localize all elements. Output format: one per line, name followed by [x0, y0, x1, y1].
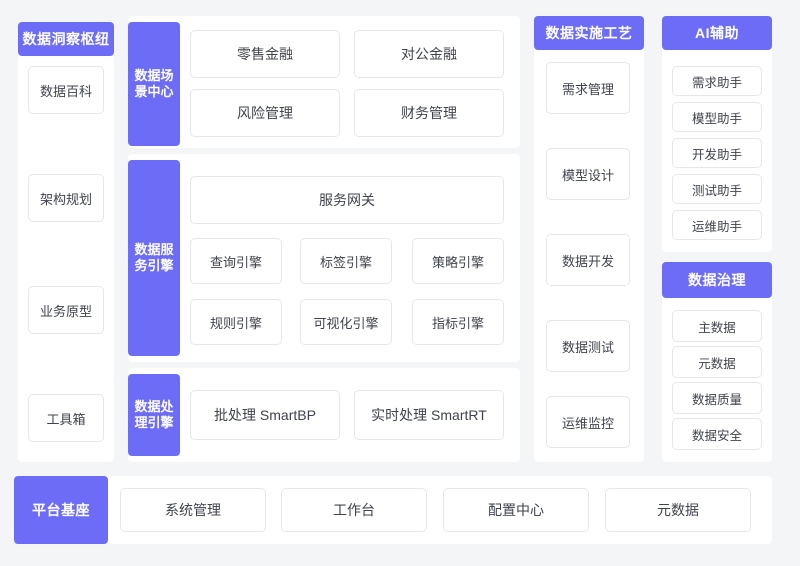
- platform-base-header[interactable]: 平台基座: [14, 476, 108, 544]
- service-engine-header[interactable]: 数据服务引擎: [128, 160, 180, 356]
- tile-label: 模型助手: [691, 111, 742, 126]
- tile-platform-base-2[interactable]: 配置中心: [443, 488, 589, 532]
- tile-implementation-0[interactable]: 需求管理: [546, 62, 630, 114]
- tile-ai-assist-3[interactable]: 测试助手: [672, 174, 762, 204]
- tile-ai-assist-2[interactable]: 开发助手: [672, 138, 762, 168]
- tile-label: 数据安全: [691, 428, 742, 443]
- tile-label: 需求管理: [561, 81, 614, 97]
- insight-hub-header[interactable]: 数据洞察枢纽: [18, 22, 114, 56]
- tile-insight-hub-0[interactable]: 数据百科: [28, 66, 104, 114]
- tile-process-1[interactable]: 实时处理 SmartRT: [354, 390, 504, 440]
- process-engine-title: 数据处理引擎: [134, 399, 174, 430]
- tile-platform-base-3[interactable]: 元数据: [605, 488, 751, 532]
- tile-implementation-3[interactable]: 数据测试: [546, 320, 630, 372]
- process-engine-header[interactable]: 数据处理引擎: [128, 374, 180, 456]
- tile-label: 主数据: [698, 320, 736, 335]
- tile-scene-0[interactable]: 零售金融: [190, 30, 340, 78]
- tile-service-0[interactable]: 查询引擎: [190, 238, 282, 284]
- tile-ai-assist-1[interactable]: 模型助手: [672, 102, 762, 132]
- tile-label: 元数据: [698, 356, 736, 371]
- tile-insight-hub-2[interactable]: 业务原型: [28, 286, 104, 334]
- tile-label: 配置中心: [488, 502, 544, 518]
- tile-scene-3[interactable]: 财务管理: [354, 89, 504, 137]
- tile-label: 财务管理: [401, 105, 457, 121]
- tile-label: 开发助手: [691, 147, 742, 162]
- tile-scene-1[interactable]: 对公金融: [354, 30, 504, 78]
- tile-ai-assist-0[interactable]: 需求助手: [672, 66, 762, 96]
- tile-label: 数据质量: [691, 392, 742, 407]
- platform-base-title: 平台基座: [32, 502, 90, 518]
- tile-service-gateway[interactable]: 服务网关: [190, 176, 504, 224]
- tile-implementation-4[interactable]: 运维监控: [546, 396, 630, 448]
- tile-label: 批处理 SmartBP: [214, 407, 316, 423]
- service-engine-title: 数据服务引擎: [134, 242, 174, 273]
- tile-platform-base-1[interactable]: 工作台: [281, 488, 427, 532]
- tile-label: 服务网关: [319, 192, 375, 208]
- ai-assist-header[interactable]: AI辅助: [662, 16, 772, 50]
- tile-label: 可视化引擎: [313, 315, 379, 331]
- scene-center-header[interactable]: 数据场景中心: [128, 22, 180, 146]
- tile-label: 指标引擎: [431, 315, 484, 331]
- tile-label: 元数据: [657, 502, 699, 518]
- tile-label: 实时处理 SmartRT: [371, 407, 487, 423]
- tile-service-2[interactable]: 策略引擎: [412, 238, 504, 284]
- tile-label: 数据开发: [561, 253, 614, 269]
- tile-platform-base-0[interactable]: 系统管理: [120, 488, 266, 532]
- tile-label: 工具箱: [46, 411, 86, 427]
- tile-implementation-2[interactable]: 数据开发: [546, 234, 630, 286]
- scene-center-title: 数据场景中心: [134, 68, 174, 99]
- tile-governance-0[interactable]: 主数据: [672, 310, 762, 342]
- tile-label: 策略引擎: [431, 254, 484, 270]
- tile-label: 数据百科: [39, 83, 92, 99]
- tile-label: 模型设计: [561, 167, 614, 183]
- ai-assist-title: AI辅助: [695, 25, 739, 41]
- governance-title: 数据治理: [688, 272, 746, 288]
- tile-label: 业务原型: [39, 303, 92, 319]
- tile-service-3[interactable]: 规则引擎: [190, 299, 282, 345]
- tile-label: 对公金融: [401, 46, 457, 62]
- tile-label: 测试助手: [691, 183, 742, 198]
- tile-ai-assist-4[interactable]: 运维助手: [672, 210, 762, 240]
- tile-label: 规则引擎: [209, 315, 262, 331]
- tile-label: 运维监控: [561, 415, 614, 431]
- tile-insight-hub-1[interactable]: 架构规划: [28, 174, 104, 222]
- tile-label: 查询引擎: [209, 254, 262, 270]
- tile-label: 零售金融: [237, 46, 293, 62]
- tile-implementation-1[interactable]: 模型设计: [546, 148, 630, 200]
- implementation-header[interactable]: 数据实施工艺: [534, 16, 644, 50]
- tile-label: 数据测试: [561, 339, 614, 355]
- governance-header[interactable]: 数据治理: [662, 262, 772, 298]
- tile-label: 需求助手: [691, 75, 742, 90]
- tile-label: 标签引擎: [319, 254, 372, 270]
- tile-service-1[interactable]: 标签引擎: [300, 238, 392, 284]
- tile-governance-3[interactable]: 数据安全: [672, 418, 762, 450]
- tile-governance-1[interactable]: 元数据: [672, 346, 762, 378]
- tile-service-4[interactable]: 可视化引擎: [300, 299, 392, 345]
- tile-label: 架构规划: [39, 191, 92, 207]
- insight-hub-title: 数据洞察枢纽: [22, 31, 110, 47]
- tile-scene-2[interactable]: 风险管理: [190, 89, 340, 137]
- tile-insight-hub-3[interactable]: 工具箱: [28, 394, 104, 442]
- tile-label: 工作台: [333, 502, 375, 518]
- tile-process-0[interactable]: 批处理 SmartBP: [190, 390, 340, 440]
- tile-label: 运维助手: [691, 219, 742, 234]
- implementation-title: 数据实施工艺: [545, 25, 633, 41]
- tile-service-5[interactable]: 指标引擎: [412, 299, 504, 345]
- tile-governance-2[interactable]: 数据质量: [672, 382, 762, 414]
- tile-label: 系统管理: [165, 502, 221, 518]
- tile-label: 风险管理: [237, 105, 293, 121]
